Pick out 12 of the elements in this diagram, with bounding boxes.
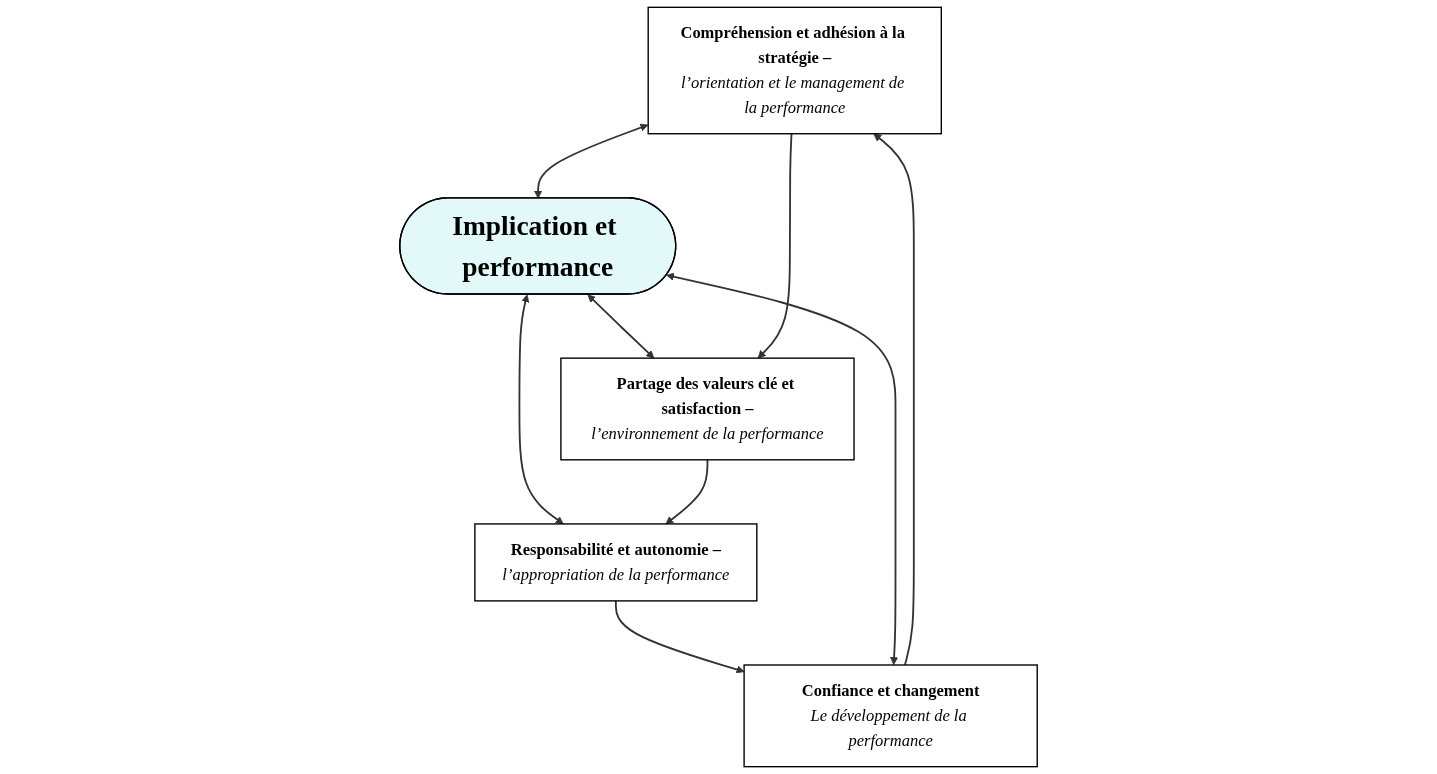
node-box: Responsabilité et autonomie – l’appropriation de la performance bbox=[474, 523, 758, 602]
arrow bbox=[587, 294, 655, 359]
node-box: Partage des valeurs clé et satisfaction – l’environnement de la performance bbox=[560, 357, 855, 461]
arrow bbox=[614, 599, 745, 674]
arrow bbox=[873, 133, 915, 666]
arrow bbox=[665, 458, 709, 525]
arrow bbox=[666, 272, 899, 665]
node-box: Compréhension et adhésion à la stratégie – l’orientation et le management de la performance bbox=[647, 6, 942, 135]
arrow bbox=[534, 123, 649, 199]
node-box: Confiance et changement Le développement de la performance bbox=[743, 664, 1038, 768]
arrow bbox=[757, 132, 793, 359]
arrow bbox=[518, 294, 564, 525]
